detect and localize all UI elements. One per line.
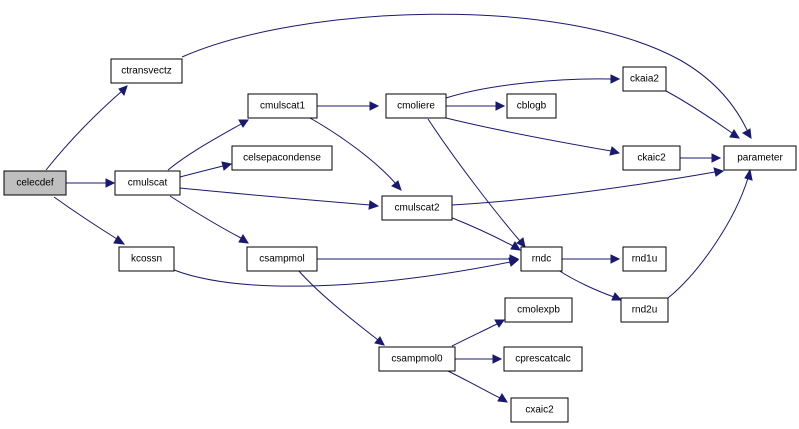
node-label: celsepacondense bbox=[243, 153, 321, 164]
node-rndc[interactable]: rndc bbox=[520, 246, 563, 272]
edge-cmulscat1-to-cmoliere bbox=[317, 101, 380, 111]
node-kcossn[interactable]: kcossn bbox=[118, 246, 175, 272]
node-celecdef[interactable]: celecdef bbox=[3, 170, 67, 196]
node-ctransvectz[interactable]: ctransvectz bbox=[110, 58, 183, 84]
edge-celecdef-to-ctransvectz bbox=[45, 85, 128, 171]
node-cmulscat2[interactable]: cmulscat2 bbox=[381, 195, 453, 221]
node-label: parameter bbox=[737, 153, 783, 164]
edge-cmulscat-to-csampmol bbox=[169, 195, 249, 244]
edge-cmulscat1-to-cmulscat2 bbox=[309, 117, 402, 191]
node-label: cmolexpb bbox=[517, 305, 560, 316]
node-cxaic2[interactable]: cxaic2 bbox=[510, 397, 569, 423]
edge-ckaic2-to-parameter bbox=[680, 153, 722, 163]
edge-cmulscat-to-celsepacondense bbox=[179, 161, 233, 178]
edge-csampmol0-to-cprescatcalc bbox=[455, 354, 503, 364]
edge-cmulscat-to-cmulscat2 bbox=[179, 187, 380, 210]
edge-ckaia2-to-parameter bbox=[665, 90, 740, 139]
node-cmulscat1[interactable]: cmulscat1 bbox=[247, 93, 318, 119]
edge-csampmol0-to-cmolexpb bbox=[451, 319, 505, 347]
node-celsepacondense[interactable]: celsepacondense bbox=[231, 145, 333, 171]
node-label: cmulscat1 bbox=[260, 101, 305, 112]
node-ckaia2[interactable]: ckaia2 bbox=[622, 66, 667, 92]
edge-cmoliere-to-rndc bbox=[427, 118, 526, 248]
node-label: cprescatcalc bbox=[515, 354, 571, 365]
edge-ctransvectz-to-parameter bbox=[181, 13, 752, 139]
edge-cmoliere-to-ckaia2 bbox=[445, 74, 621, 99]
node-label: cxaic2 bbox=[525, 405, 554, 416]
node-rnd1u[interactable]: rnd1u bbox=[622, 246, 667, 272]
edge-rndc-to-rnd2u bbox=[557, 269, 623, 301]
node-label: cmulscat2 bbox=[394, 203, 439, 214]
node-csampmol[interactable]: csampmol bbox=[246, 246, 318, 272]
edge-cmulscat-to-cmulscat1 bbox=[167, 119, 249, 171]
edges-layer bbox=[45, 13, 753, 403]
node-label: rndc bbox=[532, 254, 551, 265]
edge-cmoliere-to-ckaic2 bbox=[445, 117, 621, 156]
node-label: csampmol0 bbox=[391, 354, 443, 365]
node-label: rnd1u bbox=[632, 254, 658, 265]
node-label: ckaia2 bbox=[630, 74, 659, 85]
edge-celecdef-to-kcossn bbox=[53, 196, 126, 245]
node-label: rnd2u bbox=[632, 305, 658, 316]
node-ckaic2[interactable]: ckaic2 bbox=[622, 145, 681, 171]
edge-csampmol-to-csampmol0 bbox=[297, 269, 385, 346]
edge-cmoliere-to-cblogb bbox=[446, 101, 506, 111]
edge-celecdef-to-cmulscat bbox=[66, 178, 116, 188]
nodes-layer: celecdef ctransvectz cmulscat kcossn cmu… bbox=[3, 58, 797, 423]
edge-kcossn-to-rndc bbox=[173, 257, 520, 287]
node-cmoliere[interactable]: cmoliere bbox=[385, 93, 447, 119]
node-cblogb[interactable]: cblogb bbox=[506, 93, 557, 119]
node-label: ctransvectz bbox=[121, 66, 172, 77]
node-cmulscat[interactable]: cmulscat bbox=[114, 170, 181, 196]
node-label: cblogb bbox=[517, 101, 547, 112]
edge-cmulscat2-to-parameter bbox=[451, 167, 725, 206]
node-label: celecdef bbox=[16, 178, 53, 189]
node-label: cmoliere bbox=[397, 101, 435, 112]
node-cmolexpb[interactable]: cmolexpb bbox=[504, 297, 573, 323]
edge-csampmol-to-rndc bbox=[317, 254, 520, 264]
node-label: ckaic2 bbox=[637, 153, 666, 164]
node-cprescatcalc[interactable]: cprescatcalc bbox=[503, 346, 583, 372]
edge-csampmol0-to-cxaic2 bbox=[447, 370, 508, 403]
edge-rnd2u-to-parameter bbox=[667, 168, 753, 299]
edge-rndc-to-rnd1u bbox=[562, 254, 621, 264]
node-parameter[interactable]: parameter bbox=[723, 145, 797, 171]
node-label: csampmol bbox=[259, 254, 305, 265]
node-label: cmulscat bbox=[128, 178, 168, 189]
edge-cmulscat2-to-rndc bbox=[449, 216, 521, 251]
node-rnd2u[interactable]: rnd2u bbox=[620, 297, 669, 323]
node-csampmol0[interactable]: csampmol0 bbox=[378, 346, 456, 372]
node-label: kcossn bbox=[131, 254, 162, 265]
